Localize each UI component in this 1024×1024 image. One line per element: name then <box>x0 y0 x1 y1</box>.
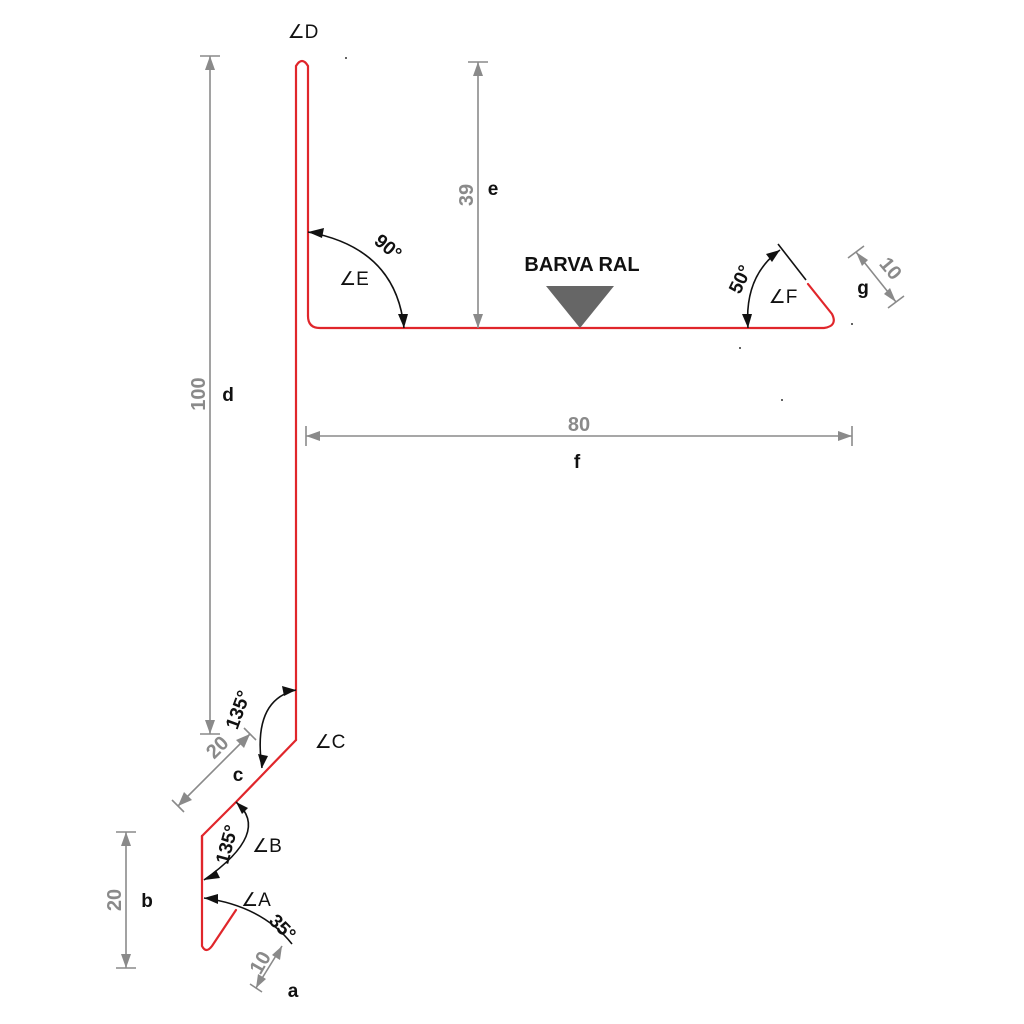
segment-a-hook <box>200 834 238 952</box>
angle-e-value: 90° <box>370 231 406 266</box>
dim-d-letter: d <box>222 385 234 406</box>
angle-d: ∠D <box>288 22 319 43</box>
dim-d-value: 100 <box>188 377 210 410</box>
angle-d-label: ∠D <box>288 22 319 43</box>
segment-f <box>306 282 835 330</box>
dim-f-value: 80 <box>568 414 590 436</box>
dimension-e: 39 e <box>456 61 499 328</box>
ral-color-label: BARVA RAL <box>524 254 639 276</box>
dim-e-letter: e <box>488 179 499 200</box>
dimension-c: 20 c <box>171 727 257 813</box>
segment-d <box>294 59 310 742</box>
dim-g-letter: g <box>857 278 869 299</box>
dim-c-letter: c <box>233 765 244 786</box>
dim-f-letter: f <box>574 452 581 473</box>
speck <box>739 347 741 349</box>
dim-b-letter: b <box>141 891 153 912</box>
angle-b: 135° ∠B <box>203 801 282 881</box>
sheet-profile <box>200 59 835 952</box>
angle-b-value: 135° <box>212 823 242 866</box>
dimension-a: 10 a <box>246 945 299 1002</box>
angle-b-label: ∠B <box>252 836 282 857</box>
angle-f: 50° ∠F <box>725 243 807 329</box>
dimension-d: 100 d <box>188 55 234 735</box>
dim-a-value: 10 <box>246 948 276 978</box>
dimension-f: 80 f <box>305 414 853 473</box>
speck <box>851 323 853 325</box>
angle-c-label: ∠C <box>315 732 346 753</box>
angle-e: 90° ∠E <box>307 228 408 329</box>
angle-e-label: ∠E <box>339 269 369 290</box>
angle-c: 135° ∠C <box>222 686 346 769</box>
dimension-g: 10 g <box>847 245 906 309</box>
speck <box>781 399 783 401</box>
dimension-b: 20 b <box>104 831 153 969</box>
dim-a-letter: a <box>288 981 299 1002</box>
dim-e-value: 39 <box>456 184 478 206</box>
angle-a-label: ∠A <box>241 890 271 911</box>
angle-f-label: ∠F <box>769 287 798 308</box>
angle-f-value: 50° <box>725 262 756 297</box>
dim-c-value: 20 <box>202 732 233 763</box>
dim-b-value: 20 <box>104 889 126 911</box>
angle-a-value: 35° <box>264 911 299 946</box>
ral-side-triangle-icon <box>546 286 614 328</box>
ral-color-marker: BARVA RAL <box>524 254 640 328</box>
speck <box>345 57 347 59</box>
angle-c-value: 135° <box>222 688 255 732</box>
